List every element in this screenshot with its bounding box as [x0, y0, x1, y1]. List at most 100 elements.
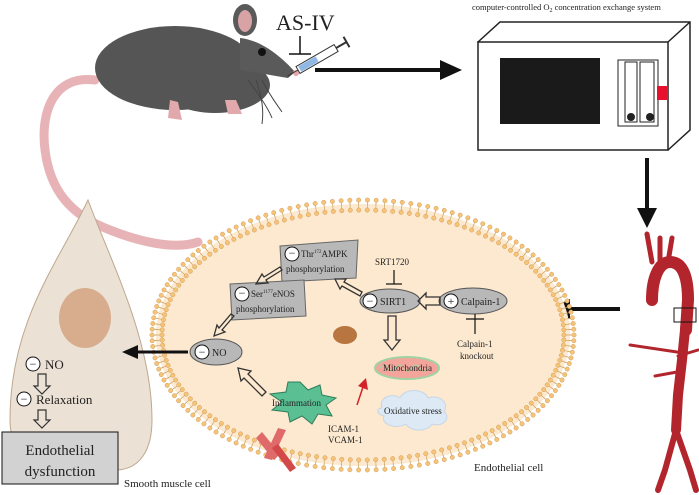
lipid-head	[568, 309, 574, 315]
lipid-head	[560, 322, 566, 328]
smc-relax-minus: −	[21, 392, 28, 406]
lipid-head	[329, 199, 335, 204]
lipid-head	[255, 215, 261, 221]
lipid-head	[528, 264, 534, 270]
lipid-head	[476, 230, 482, 236]
lipid-head	[244, 230, 250, 236]
lipid-head	[425, 461, 431, 466]
lipid-head	[553, 297, 559, 303]
lipid-head	[533, 268, 539, 274]
lipid-head	[525, 248, 531, 253]
lipid-head	[156, 366, 162, 372]
lipid-head	[566, 361, 572, 366]
lipid-head	[218, 421, 224, 426]
dysfunction-box	[1, 431, 119, 485]
lipid-head	[494, 437, 500, 442]
lipid-head	[480, 443, 486, 449]
lipid-head	[433, 459, 439, 465]
lipid-head	[571, 338, 577, 344]
lipid-head	[555, 302, 561, 308]
arrow-mouse-to-device	[315, 60, 462, 80]
lipid-head	[159, 337, 165, 343]
lipid-head	[391, 466, 397, 471]
lipid-head	[556, 382, 562, 388]
lipid-head	[562, 293, 568, 298]
lipid-head	[439, 447, 445, 453]
lipid-head	[329, 466, 335, 471]
oxidative-stress-cloud	[377, 390, 448, 431]
enos-minus: −	[239, 286, 246, 300]
lipid-head	[220, 231, 225, 237]
lipid-head	[508, 247, 513, 253]
lipid-head	[558, 352, 564, 358]
lipid-head	[297, 213, 303, 219]
lipid-head	[312, 464, 318, 469]
lipid-head	[507, 429, 513, 435]
lipid-head	[338, 198, 344, 204]
lipid-head	[559, 377, 565, 383]
lipid-head	[561, 327, 567, 333]
lipid-head	[305, 212, 311, 218]
lipid-head	[408, 464, 414, 469]
arrow-device-to-aorta	[637, 158, 657, 228]
inhibit-bar-drug	[289, 36, 311, 55]
aorta-illustration	[628, 231, 699, 493]
lipid-head	[507, 235, 513, 241]
lipid-head	[381, 456, 387, 462]
lipid-head	[164, 382, 170, 388]
lipid-head	[207, 239, 213, 245]
calpain-plus: +	[448, 294, 455, 308]
lipid-head	[192, 400, 198, 406]
lipid-head	[550, 292, 556, 298]
syringe-icon	[287, 36, 351, 77]
lipid-head	[381, 208, 387, 214]
lipid-head	[225, 240, 230, 246]
calpain-ko-line2: knockout	[460, 351, 494, 361]
lipid-head	[168, 388, 174, 393]
smc-no-label: NO	[45, 357, 64, 372]
lipid-head	[545, 398, 550, 404]
lipid-head	[399, 199, 405, 205]
endothelial-cell	[149, 197, 577, 473]
lipid-head	[537, 273, 543, 279]
lipid-head	[356, 207, 362, 213]
lipid-head	[297, 451, 303, 457]
lipid-head	[176, 282, 182, 288]
drug-label: AS-IV	[276, 10, 335, 35]
lipid-head	[167, 297, 173, 303]
lipid-head	[295, 204, 301, 209]
enos-line1: Ser1177eNOS	[251, 289, 295, 299]
lipid-head	[281, 217, 287, 223]
lipid-head	[231, 236, 237, 242]
lipid-head	[213, 417, 218, 423]
lipid-head	[524, 405, 529, 410]
lipid-head	[540, 261, 546, 267]
lipid-head	[179, 387, 185, 392]
lipid-head	[489, 236, 495, 242]
lipid-head	[476, 434, 482, 440]
lipid-head	[457, 452, 463, 458]
lipid-head	[173, 287, 179, 293]
lipid-head	[162, 312, 168, 318]
lipid-head	[213, 429, 219, 435]
lipid-head	[406, 210, 412, 216]
nucleus-dot	[333, 326, 357, 344]
enos-line2: phosphorylation	[236, 304, 295, 314]
lipid-head	[197, 260, 202, 265]
lipid-head	[364, 457, 370, 463]
lipid-head	[187, 396, 193, 402]
lipid-head	[547, 377, 553, 383]
lipid-head	[183, 391, 189, 397]
no-minus: −	[199, 345, 206, 359]
lipid-head	[213, 235, 219, 241]
mitochondria-label: Mitochondria	[383, 363, 432, 373]
dysfunction-line1: Endothelial	[25, 443, 94, 459]
lipid-head	[454, 442, 460, 448]
enos-node	[229, 279, 307, 321]
lipid-head	[364, 467, 370, 473]
lipid-head	[347, 207, 353, 213]
lipid-head	[213, 247, 218, 253]
lipid-head	[150, 321, 156, 326]
dysfunction-line2: dysfunction	[25, 464, 96, 480]
lipid-head	[160, 322, 166, 328]
